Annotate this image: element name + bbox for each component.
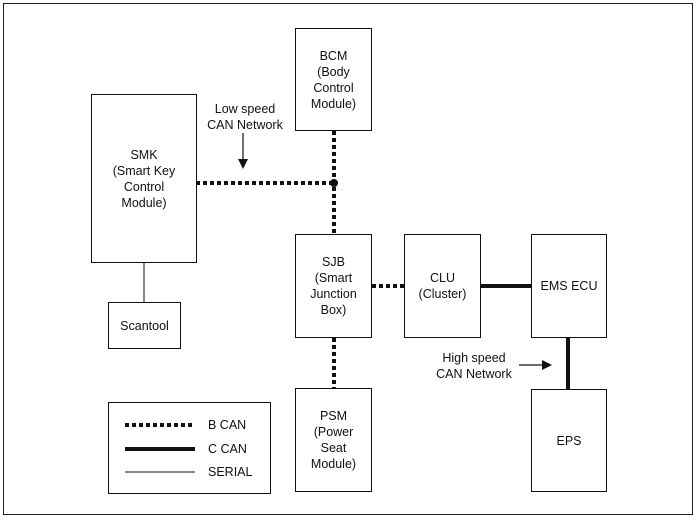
smk-label: SMK (Smart Key Control Module) [112,147,176,210]
smk-box: SMK (Smart Key Control Module) [91,94,197,263]
low-speed-can-note: Low speed CAN Network [207,102,283,132]
legend-b-can-label: B CAN [208,418,247,432]
eps-box: EPS [531,389,607,492]
legend-swatches [125,423,195,473]
diagram-frame [3,3,693,515]
scantool-box: Scantool [108,302,181,349]
bcm-label: BCM (Body Control Module) [310,48,357,111]
psm-label: PSM (Power Seat Module) [310,409,357,471]
junction-dot [330,179,338,187]
sjb-label: SJB (Smart Junction Box) [310,255,357,317]
clu-box: CLU (Cluster) [404,234,481,338]
bcm-box: BCM (Body Control Module) [295,28,372,131]
eps-label: EPS [556,433,582,448]
legend-c-can-label: C CAN [208,442,247,456]
ems-label: EMS ECU [540,279,598,293]
high-speed-can-note: High speed CAN Network [436,351,512,381]
legend: B CAN C CAN SERIAL [108,402,271,494]
legend-serial-label: SERIAL [208,465,253,479]
scantool-label: Scantool [120,318,169,333]
psm-box: PSM (Power Seat Module) [295,388,372,492]
ems-box: EMS ECU [531,234,607,338]
clu-label: CLU (Cluster) [418,271,467,301]
sjb-box: SJB (Smart Junction Box) [295,234,372,338]
